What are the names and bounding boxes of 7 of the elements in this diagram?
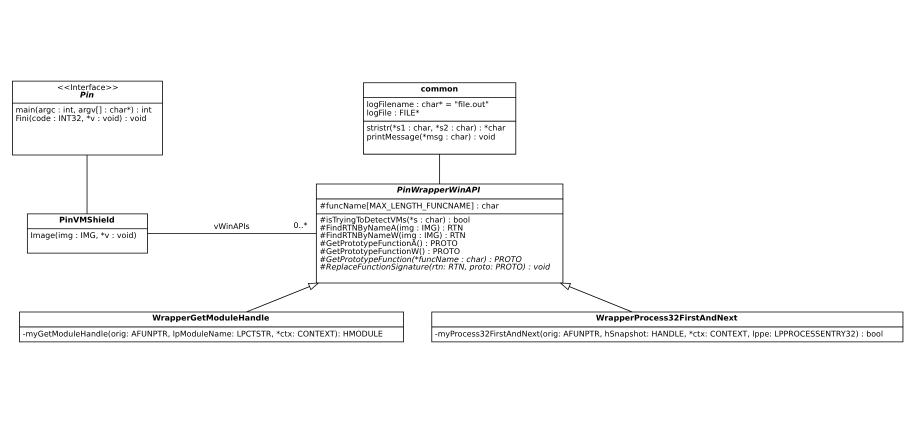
arrow bbox=[246, 282, 320, 312]
connector bbox=[146, 233, 316, 234]
label: 0..* bbox=[293, 221, 308, 230]
connector bbox=[86, 154, 88, 214]
edge-label: vWinAPIs bbox=[214, 222, 250, 231]
connector bbox=[439, 154, 440, 184]
arrow bbox=[559, 282, 633, 312]
